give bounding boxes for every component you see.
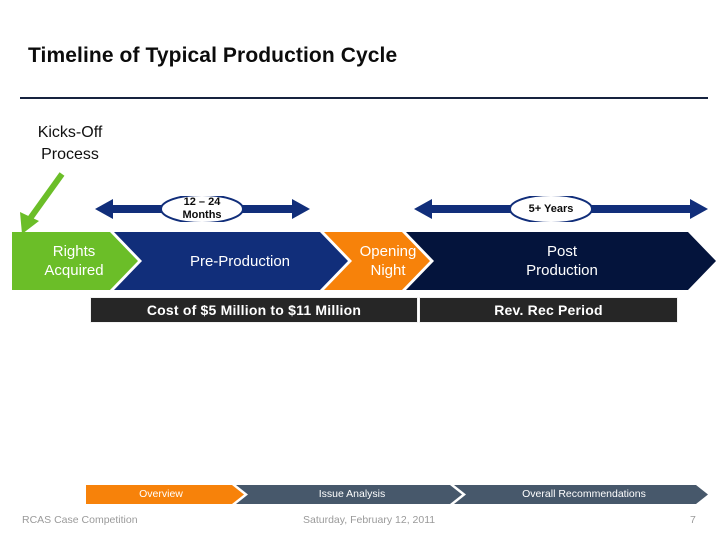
duration-pre-production: 12 – 24 Months [95, 196, 310, 222]
footer-left-text: RCAS Case Competition [22, 514, 138, 526]
chevron-shapes [12, 232, 716, 290]
stage-rights-acquired-shape [12, 232, 138, 290]
footer-page-number: 7 [690, 514, 696, 526]
kickoff-callout-label: Kicks-Off Process [20, 122, 120, 166]
stage-pre-production-shape [114, 232, 348, 290]
double-headed-arrow-icon [95, 196, 310, 222]
production-timeline-chevrons: Rights Acquired Pre-Production Opening N… [12, 232, 716, 290]
duration-post-production: 5+ Years [414, 196, 708, 222]
nav-overall-recommendations-shape [454, 485, 708, 504]
down-left-arrow-icon [20, 172, 65, 234]
section-navigation[interactable]: Overview Issue Analysis Overall Recommen… [86, 485, 708, 504]
nav-overview-shape [86, 485, 244, 504]
section-navigation-shapes [86, 485, 708, 504]
kickoff-callout-line2: Process [41, 146, 99, 163]
nav-issue-analysis-shape [236, 485, 462, 504]
stage-opening-night-shape [324, 232, 430, 290]
cost-bar-revenue: Rev. Rec Period [419, 297, 678, 323]
kickoff-callout-line1: Kicks-Off [37, 124, 103, 141]
stage-post-production-shape [406, 232, 716, 290]
footer-date-text: Saturday, February 12, 2011 [303, 514, 436, 526]
double-headed-arrow-icon [414, 196, 708, 222]
page-title: Timeline of Typical Production Cycle [28, 44, 398, 67]
cost-bar-production: Cost of $5 Million to $11 Million [90, 297, 418, 323]
title-divider [20, 97, 708, 99]
